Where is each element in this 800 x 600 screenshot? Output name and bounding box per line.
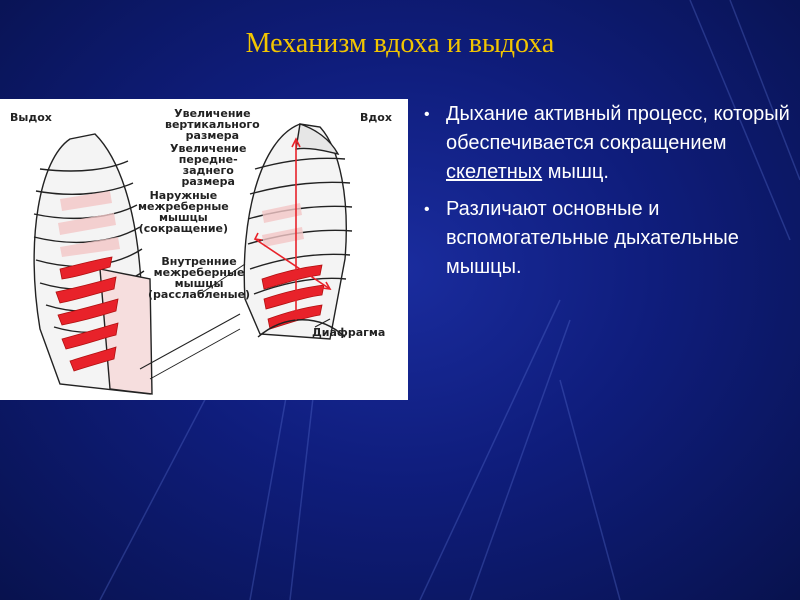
bullet-dot-icon: • — [424, 106, 430, 123]
bullet-item: • Различают основные и вспомогательные д… — [420, 195, 790, 282]
bullet-list: • Дыхание активный процесс, который обес… — [420, 100, 790, 290]
external-intercostal-label: Наружные межреберные мышцы (сокращение) — [138, 189, 229, 235]
size-arrows-icon — [253, 137, 332, 321]
internal-intercostal-label: Внутренние межреберные мышцы (расслаблен… — [148, 255, 251, 301]
slide-title: Механизм вдоха и выдоха — [245, 28, 555, 59]
chest-breathing-diagram: Выдох Вдох Увеличение вертикального разм… — [0, 99, 408, 400]
bullet-link-text[interactable]: скелетных — [446, 161, 543, 183]
inhale-label: Вдох — [360, 111, 392, 124]
bullet-text: Дыхание активный процесс, который обеспе… — [446, 103, 790, 154]
bullet-text: Различают основные и вспомогательные дых… — [446, 198, 739, 278]
rib-cage-illustration — [33, 123, 353, 395]
diaphragm-label: Диафрагма — [312, 326, 386, 339]
exhale-muscles-icon — [55, 256, 119, 372]
bullet-dot-icon: • — [424, 201, 430, 218]
anteroposterior-size-label: Увеличение передне- заднего размера — [170, 142, 247, 188]
vertical-size-label: Увеличение вертикального размера — [165, 107, 260, 142]
bullet-item: • Дыхание активный процесс, который обес… — [420, 100, 790, 187]
bullet-text-end: мышц. — [542, 161, 609, 183]
exhale-label: Выдох — [10, 111, 52, 124]
